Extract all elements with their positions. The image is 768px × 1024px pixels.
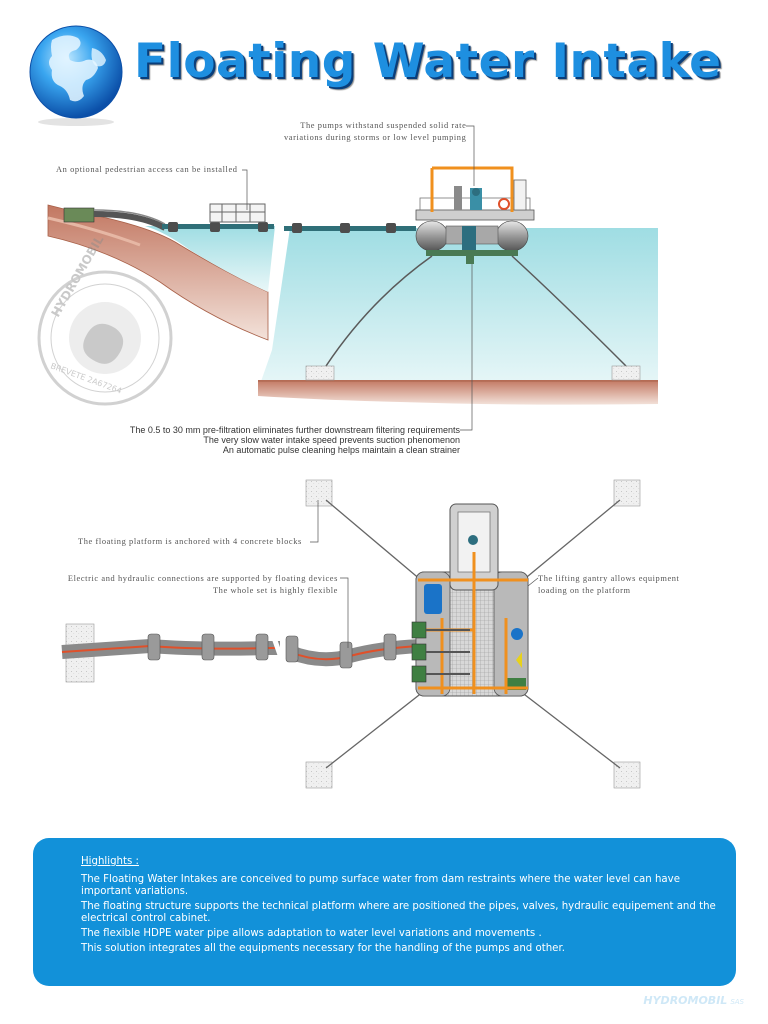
floating-platform-side: [415, 166, 535, 264]
highlight-item: The Floating Water Intakes are conceived…: [81, 874, 680, 897]
highlight-item: This solution integrates all the equipme…: [81, 943, 565, 954]
reservoir-floor: [258, 380, 658, 405]
connections-note-line: Electric and hydraulic connections are s…: [67, 574, 338, 583]
plan-view-diagram: [61, 479, 641, 789]
footer-brand-suffix: SAS: [730, 998, 744, 1006]
left-water: [145, 226, 275, 292]
pedestrian-note: An optional pedestrian access can be ins…: [56, 165, 238, 174]
filtration-note-line: The very slow water intake speed prevent…: [203, 435, 460, 445]
filtration-note-line: An automatic pulse cleaning helps mainta…: [222, 445, 460, 455]
gantry-note-line: loading on the platform: [538, 586, 631, 595]
page-title: Floating Water Intake: [134, 34, 722, 89]
filtration-note: The 0.5 to 30 mm pre-filtration eliminat…: [130, 425, 460, 455]
highlights-title: Highlights :: [81, 856, 139, 867]
reservoir-water: [258, 228, 658, 390]
highlights-panel: Highlights : The Floating Water Intakes …: [33, 838, 736, 986]
gantry-note: The lifting gantry allows equipment load…: [538, 573, 679, 597]
floating-platform-plan: [411, 503, 529, 697]
connections-note: Electric and hydraulic connections are s…: [68, 573, 338, 597]
side-view-diagram: [47, 125, 658, 431]
highlights-list: The Floating Water Intakes are conceived…: [81, 874, 721, 958]
pedestrian-walkway: [209, 203, 266, 223]
filtration-note-line: The 0.5 to 30 mm pre-filtration eliminat…: [129, 425, 460, 435]
connections-note-line: The whole set is highly flexible: [212, 586, 338, 595]
gantry-note-line: The lifting gantry allows equipment: [538, 574, 680, 583]
globe-logo-icon: [29, 25, 123, 126]
highlight-item: The floating structure supports the tech…: [81, 901, 716, 924]
pumps-note-line: variations during storms or low level pu…: [284, 133, 467, 142]
highlight-item: The flexible HDPE water pipe allows adap…: [81, 928, 542, 939]
pumps-note: The pumps withstand suspended solid rate…: [284, 120, 466, 144]
pumps-note-line: The pumps withstand suspended solid rate: [300, 121, 467, 130]
left-bank-soil: [47, 204, 269, 341]
anchor-note: The floating platform is anchored with 4…: [78, 537, 302, 546]
footer-brand-name: HYDROMOBIL: [643, 994, 728, 1007]
